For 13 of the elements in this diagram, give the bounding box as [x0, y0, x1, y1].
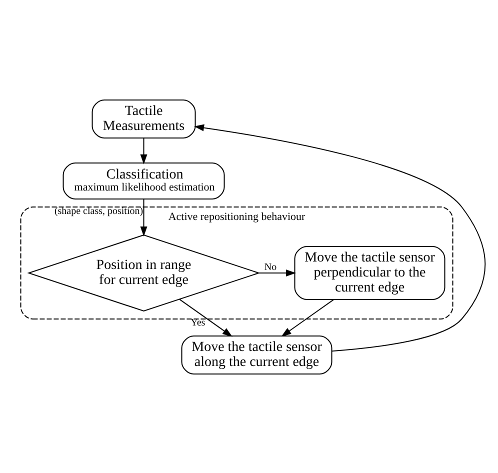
node-box: Move the tactile sensor perpendicular to the current edge: [294, 246, 446, 300]
edge-label: (shape class, position): [54, 206, 144, 217]
arrow: [194, 124, 486, 352]
arrow: [140, 137, 148, 164]
edge-label: No: [264, 262, 277, 272]
arrow: [140, 198, 148, 236]
arrow: [281, 298, 334, 336]
arrow: [179, 298, 232, 336]
node-diamond: Position in range for current edge: [27, 234, 260, 312]
node-box: Tactile Measurements: [92, 99, 196, 138]
arrow: [258, 269, 296, 276]
node-box: Classification maximum likelihood estimation: [62, 162, 225, 199]
node-box: Move the tactile sensor along the current edge: [181, 335, 332, 374]
